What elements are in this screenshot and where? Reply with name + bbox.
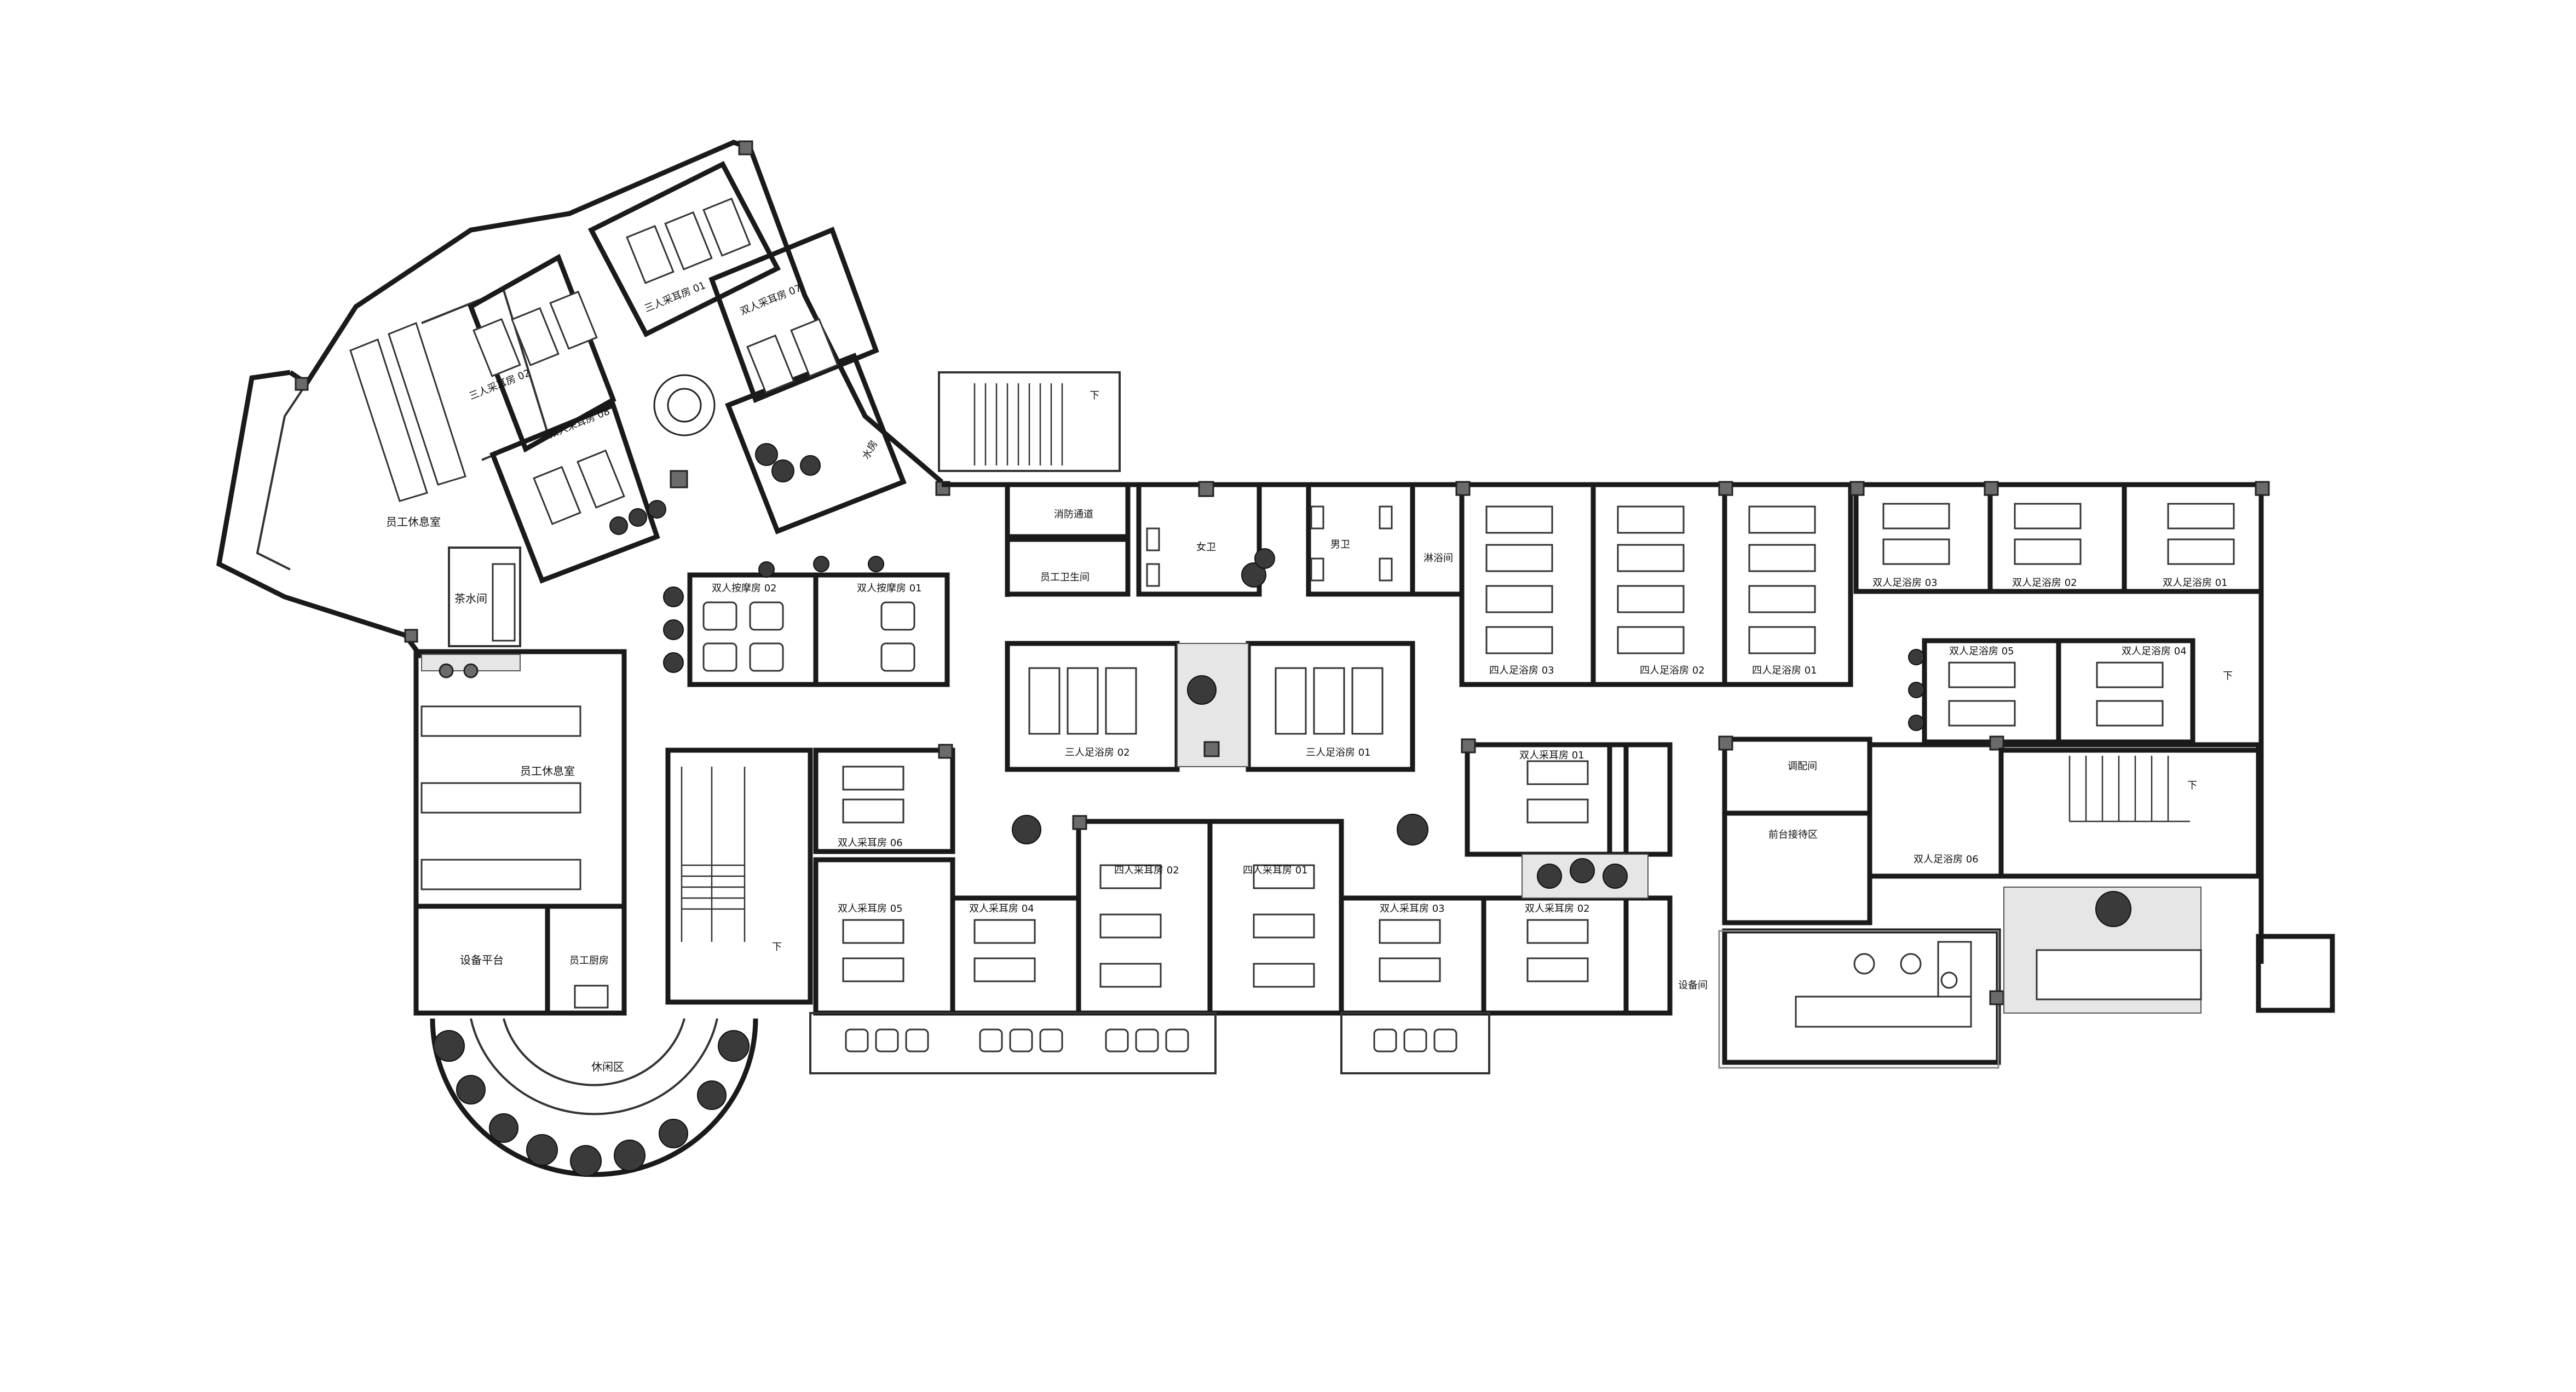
west-wing [216,140,950,659]
label-equipment-room: 设备间 [1678,980,1708,991]
column [2255,481,2270,496]
garden-south-mid [1012,814,1649,899]
label-bath-double-01: 双人足浴房 01 [2163,577,2228,589]
label-bath-triple-02: 三人足浴房 02 [1065,747,1130,758]
label-water-room: 水房 [860,439,880,462]
label-bath-double-06: 双人足浴房 06 [1914,854,1979,865]
column [1989,735,2004,751]
label-staff-lounge-west: 员工休息室 [386,515,441,528]
column [1455,481,1471,496]
staff-block [413,649,813,1016]
column [1849,481,1865,496]
central-north [663,371,1465,772]
light [463,663,479,678]
column [1198,481,1214,497]
garden-strip-mid [663,556,884,673]
label-ear-double-06: 双人采耳房 06 [838,837,903,849]
leisure-trees [433,1030,750,1177]
label-equipment-platform: 设备平台 [460,953,504,967]
label-down-stair: 下 [2187,780,2197,791]
column [670,470,688,488]
ear-room-beds [472,197,839,525]
label-prep-room: 调配间 [1788,761,1817,772]
garden-strip-east [1908,649,1924,731]
label-female-wc: 女卫 [1196,542,1216,553]
label-ear-double-03: 双人采耳房 03 [1380,903,1445,914]
ear-beds-south [842,760,1589,988]
bath-beds-mid [1028,667,1384,735]
label-bath-quad-01: 四人足浴房 01 [1752,665,1817,676]
stair-north [973,383,1063,465]
toilet-fixtures [1146,505,1393,588]
column [1072,815,1087,830]
column [938,744,953,759]
stair-west [681,767,746,942]
label-bath-triple-01: 三人足浴房 01 [1306,747,1371,758]
label-bath-quad-02: 四人足浴房 02 [1640,665,1705,676]
label-ear-double-04: 双人采耳房 04 [969,903,1034,914]
column [1718,481,1733,496]
bath-beds-east [1485,503,2235,727]
label-bath-double-04: 双人足浴房 04 [2122,646,2187,657]
label-staff-lounge: 员工休息室 [520,764,575,778]
label-ear-double-01: 双人采耳房 01 [1519,750,1584,761]
label-ear-quad-02: 四人采耳房 02 [1114,865,1179,876]
label-bath-quad-03: 四人足浴房 03 [1489,665,1554,676]
column [1203,741,1220,757]
column [738,140,753,156]
label-ear-double-08: 双人采耳房 08 [547,406,612,441]
massage-chairs [702,601,915,672]
label-ear-double-02: 双人采耳房 02 [1525,903,1590,914]
column [1984,481,1999,496]
east-north [1455,481,2270,964]
column [295,377,309,391]
label-staff-kitchen: 员工厨房 [569,955,609,967]
label-fire-passage: 消防通道 [1054,509,1093,520]
east-reception [1718,735,2335,1069]
south-row [809,738,1673,1074]
garden-strip-west [609,443,821,535]
column [1461,738,1476,753]
stair-east [2068,756,2190,822]
label-bath-double-03: 双人足浴房 03 [1872,577,1938,589]
room-labels: 员工休息室 茶水间 员工休息室 设备平台 员工厨房 休闲区 三人采耳房 02 三… [386,280,2233,1073]
label-shower-room: 淋浴间 [1424,553,1453,564]
column [1989,990,2004,1005]
label-down-east: 下 [2223,670,2233,682]
column [1718,735,1733,751]
label-ear-double-07: 双人采耳房 07 [739,283,803,318]
leisure-area [430,1018,758,1177]
label-bath-double-05: 双人足浴房 05 [1949,646,2014,657]
label-staff-restroom: 员工卫生间 [1040,572,1090,583]
label-ear-double-05: 双人采耳房 05 [838,903,903,914]
label-massage-double-02: 双人按摩房 02 [712,583,777,594]
light [439,663,454,678]
label-tea-room: 茶水间 [454,592,487,605]
label-down-west: 下 [772,941,782,953]
column [404,629,418,643]
label-reception: 前台接待区 [1768,829,1818,841]
label-leisure-area: 休闲区 [591,1060,624,1073]
label-down-north: 下 [1090,390,1099,401]
label-bath-double-02: 双人足浴房 02 [2012,577,2077,589]
label-ear-quad-01: 四人采耳房 01 [1243,865,1308,876]
balcony-seats [845,1028,1457,1052]
label-male-wc: 男卫 [1330,539,1350,550]
label-massage-double-01: 双人按摩房 01 [857,583,922,594]
round-planter-inner [667,388,702,423]
